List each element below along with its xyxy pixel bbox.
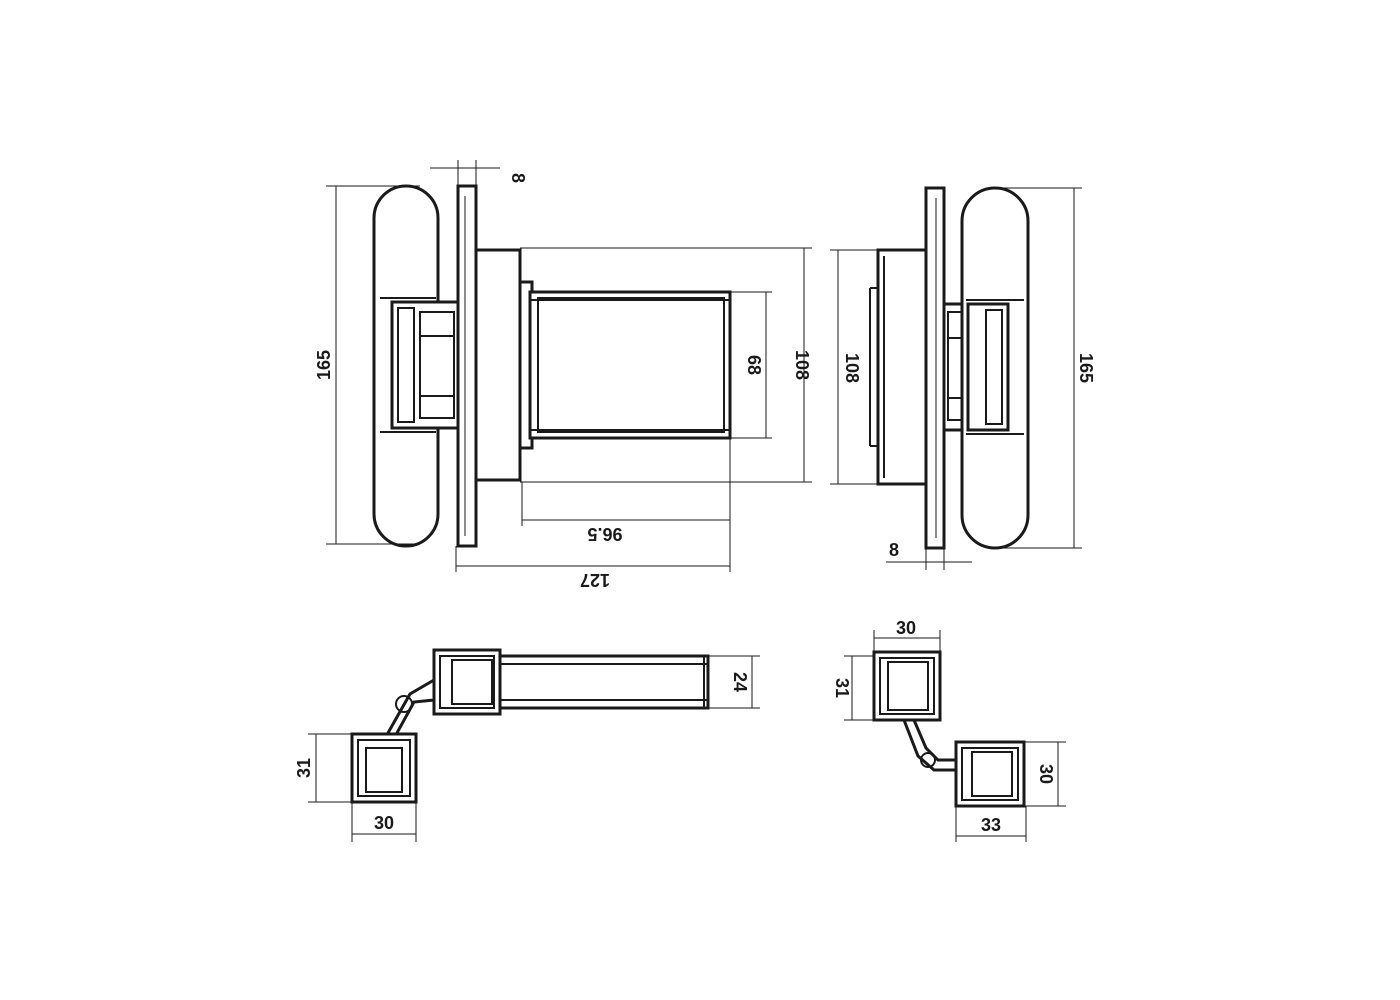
dim-front-overall-height: 165 — [314, 350, 334, 380]
dim-side-flange-thickness: 8 — [889, 540, 899, 560]
dim-closed-top-height: 31 — [832, 678, 852, 698]
dim-front-inner-depth: 96.5 — [587, 524, 622, 544]
dim-side-body-height: 108 — [842, 353, 862, 383]
closed-link — [901, 718, 960, 772]
dim-side-overall-height: 165 — [1076, 353, 1096, 383]
dim-open-block-height: 31 — [294, 758, 314, 778]
top-view-open — [350, 648, 710, 804]
dim-front-body-height: 108 — [792, 350, 812, 380]
side-dimensions: 108 165 8 — [830, 187, 1096, 570]
dim-front-overall-depth: 127 — [580, 570, 610, 590]
open-lower-block — [350, 732, 418, 804]
dim-front-inner-height: 68 — [744, 355, 764, 375]
dim-open-block-width: 30 — [374, 813, 394, 833]
front-body-step — [474, 248, 522, 482]
dim-closed-bottom-height: 30 — [1036, 764, 1056, 784]
side-flange — [924, 186, 946, 550]
front-dimensions: 8 165 108 68 96.5 127 — [314, 160, 812, 590]
dim-closed-top-width: 30 — [896, 618, 916, 638]
side-body — [876, 248, 928, 486]
dim-front-flange-thickness: 8 — [508, 173, 528, 183]
dim-open-arm-width: 24 — [730, 672, 750, 692]
front-flange — [456, 184, 478, 548]
top-closed-dimensions: 30 31 30 33 — [832, 618, 1066, 842]
top-open-dimensions: 24 31 30 — [294, 655, 760, 842]
front-knuckle — [390, 300, 460, 430]
top-view-closed — [872, 650, 1026, 808]
dim-closed-bottom-width: 33 — [981, 815, 1001, 835]
front-view — [372, 184, 732, 548]
side-view — [869, 186, 1030, 550]
